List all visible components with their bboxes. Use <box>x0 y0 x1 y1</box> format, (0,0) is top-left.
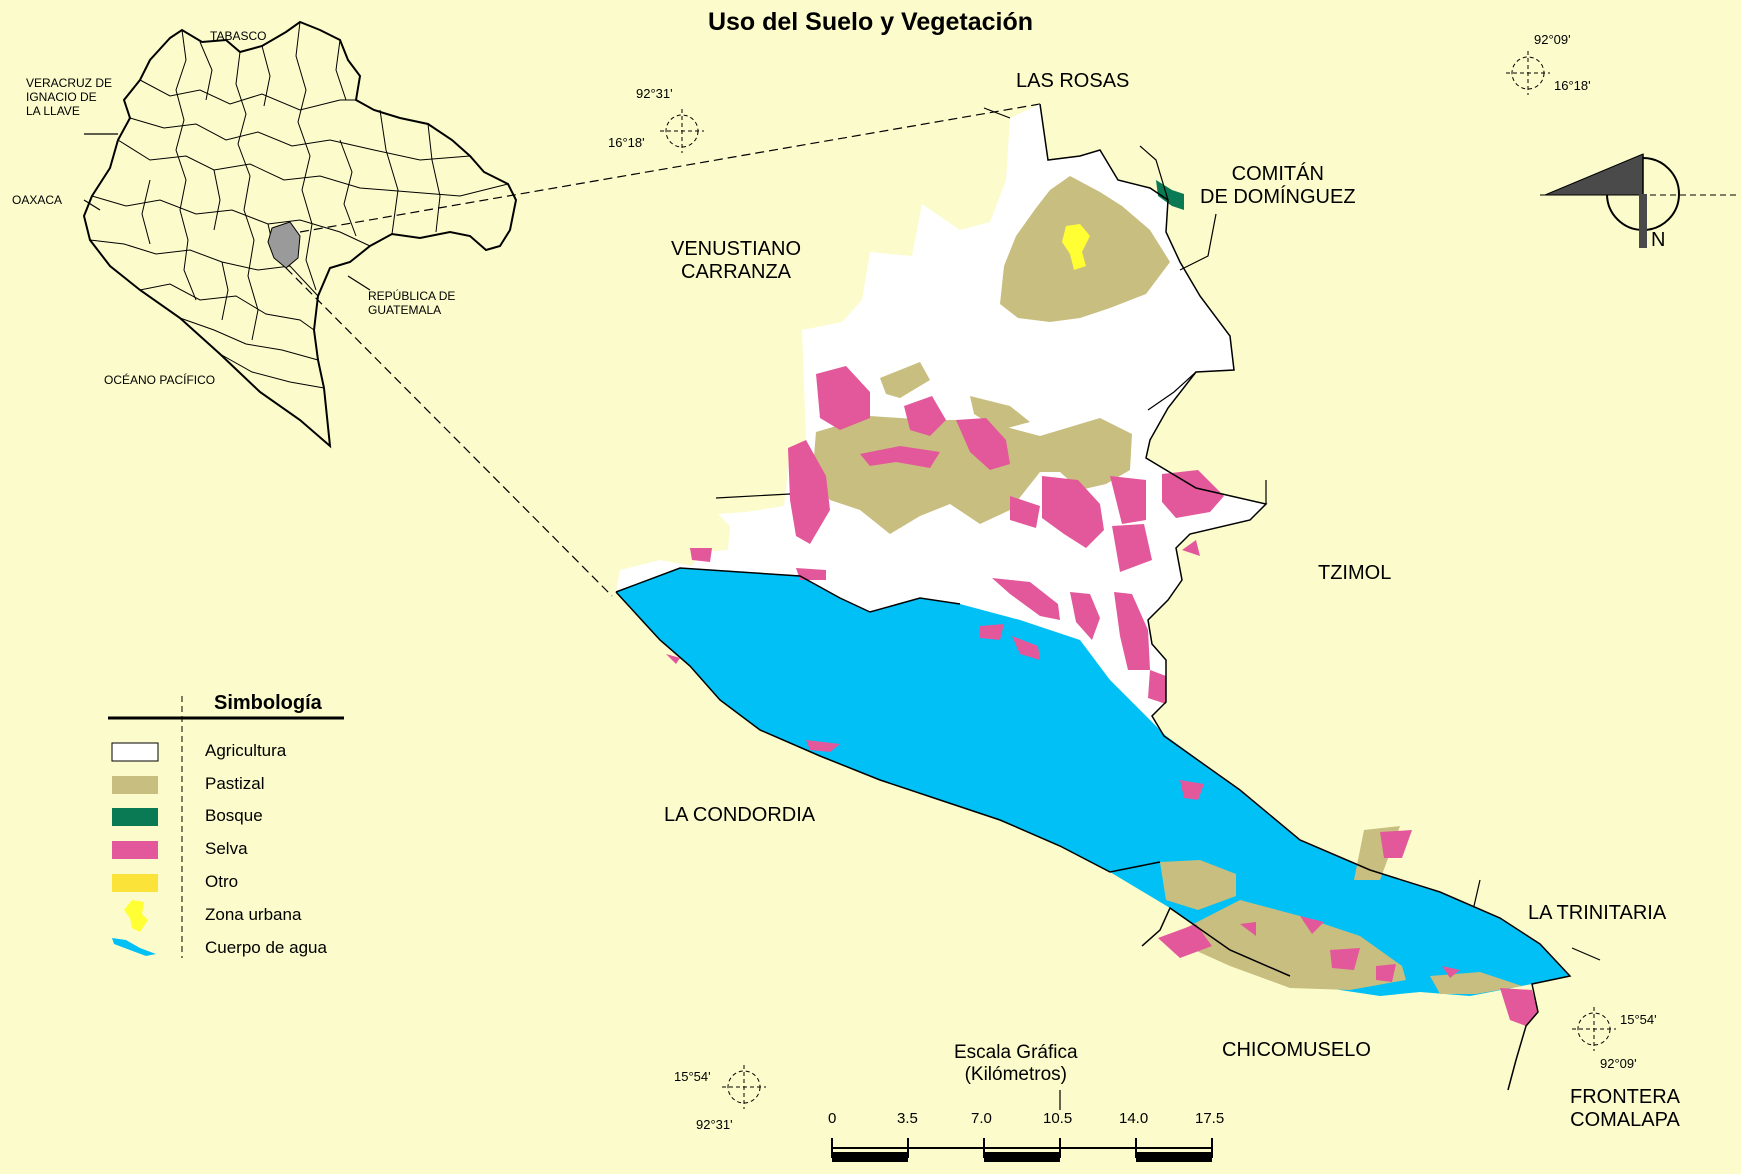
legend-label-cuerpo-de-agua: Cuerpo de agua <box>205 938 327 957</box>
place-frontera: FRONTERA COMALAPA <box>1570 1086 1680 1131</box>
bosque-area <box>1156 180 1184 210</box>
inset-label-veracruz: VERACRUZ DE IGNACIO DE LA LLAVE <box>26 76 113 118</box>
scale-title: Escala Gráfica (Kilómetros) <box>954 1042 1078 1085</box>
scale-tick-7-0: 7.0 <box>971 1110 992 1127</box>
coordinate-markers <box>660 51 1616 1109</box>
legend-title: Simbología <box>214 692 322 714</box>
study-area-outline <box>615 103 1572 1091</box>
legend-swatch-pastizal <box>112 776 158 794</box>
crosshair-sw <box>722 1065 766 1109</box>
coord-ne-lat: 16°18' <box>1554 78 1591 93</box>
inset-municipal-lines <box>89 21 509 389</box>
coord-ne-lon: 92°09' <box>1534 32 1571 47</box>
cuerpo-de-agua-area <box>616 568 1570 996</box>
place-venustiano: VENUSTIANO CARRANZA <box>671 238 802 283</box>
coord-se-lat: 15°54' <box>1620 1012 1657 1027</box>
legend-label-bosque: Bosque <box>205 806 263 825</box>
crosshair-nw <box>660 109 704 153</box>
place-comitan: COMITÁN DE DOMÍNGUEZ <box>1200 163 1356 208</box>
coord-nw-lat: 16°18' <box>608 135 645 150</box>
north-label: N <box>1651 229 1666 251</box>
place-las-rosas: LAS ROSAS <box>1016 70 1130 92</box>
crosshair-ne <box>1506 51 1550 95</box>
scale-bar <box>831 1138 1213 1162</box>
inset-label-tabasco: TABASCO <box>210 29 267 43</box>
inset-study-area <box>267 221 301 269</box>
legend-swatch-cuerpo-de-agua <box>112 938 156 956</box>
north-arrow <box>1540 153 1740 248</box>
study-area <box>615 103 1601 1110</box>
place-la-condordia: LA CONDORDIA <box>664 804 816 826</box>
legend-label-selva: Selva <box>205 839 248 858</box>
legend-label-otro: Otro <box>205 872 239 891</box>
map-title: Uso del Suelo y Vegetación <box>707 8 1034 36</box>
legend-label-agricultura: Agricultura <box>205 741 287 760</box>
inset-pointer-lines <box>83 103 1041 597</box>
scale-tick-17-5: 17.5 <box>1195 1110 1225 1127</box>
municipal-boundary-lines <box>715 107 1601 1110</box>
inset-label-oceano: OCÉANO PACÍFICO <box>104 373 216 387</box>
scale-tick-10-5: 10.5 <box>1043 1110 1073 1127</box>
place-tzimol: TZIMOL <box>1318 562 1392 584</box>
inset-label-guatemala: REPÚBLICA DE GUATEMALA <box>368 289 456 317</box>
legend-swatch-zona-urbana <box>124 900 148 932</box>
legend-swatch-selva <box>112 841 158 859</box>
legend-swatch-otro <box>112 874 158 892</box>
inset-state-outline <box>82 20 518 449</box>
scale-tick-3-5: 3.5 <box>897 1110 918 1127</box>
inset-label-oaxaca: OAXACA <box>12 193 63 207</box>
legend-label-pastizal: Pastizal <box>205 774 265 793</box>
coord-se-lon: 92°09' <box>1600 1056 1637 1071</box>
crosshair-se <box>1572 1007 1616 1051</box>
legend-frame <box>108 696 344 958</box>
place-la-trinitaria: LA TRINITARIA <box>1528 902 1667 924</box>
zona-urbana-area <box>1062 224 1090 270</box>
scale-tick-14-0: 14.0 <box>1119 1110 1149 1127</box>
legend-swatch-bosque <box>112 808 158 826</box>
legend-swatch-agricultura <box>111 742 159 762</box>
legend-swatches <box>111 742 159 956</box>
scale-tick-0: 0 <box>828 1110 837 1127</box>
coord-sw-lat: 15°54' <box>674 1069 711 1084</box>
place-chicomuselo: CHICOMUSELO <box>1222 1039 1371 1061</box>
selva-areas <box>666 366 1538 1026</box>
inset-state-map <box>82 20 518 449</box>
coord-nw-lon: 92°31' <box>636 86 673 101</box>
legend-label-zona-urbana: Zona urbana <box>205 905 302 924</box>
coord-sw-lon: 92°31' <box>696 1117 733 1132</box>
